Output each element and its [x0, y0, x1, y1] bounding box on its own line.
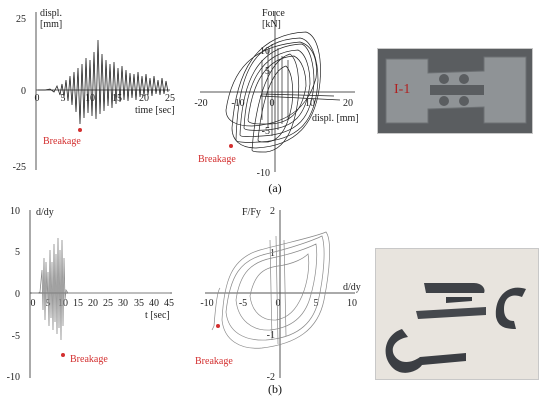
y-tick: 25 [16, 14, 26, 25]
x-tick: 35 [134, 298, 144, 309]
x-tick: -10 [200, 298, 213, 309]
breakage-marker [216, 324, 220, 328]
y-tick: 10 [260, 46, 270, 57]
y-tick: 0 [21, 86, 26, 97]
x-tick: 0 [35, 93, 40, 104]
x-tick: 40 [149, 298, 159, 309]
breakage-marker [229, 144, 233, 148]
x-tick: 10 [347, 298, 357, 309]
breakage-marker [61, 353, 65, 357]
y-tick: -10 [7, 372, 20, 383]
y-axis-label-unit: [kN] [262, 19, 281, 30]
y-axis-label: d/dy [36, 207, 54, 218]
hysteresis-loops [225, 31, 341, 153]
specimen-photo-b [375, 248, 539, 380]
panel-label-b: (b) [268, 382, 282, 396]
x-tick: 5 [314, 298, 319, 309]
y-tick: -1 [267, 330, 275, 341]
breakage-label: Breakage [195, 356, 233, 367]
y-tick: 0 [15, 289, 20, 300]
x-tick: 5 [46, 298, 51, 309]
displacement-trace [38, 39, 169, 125]
x-tick: 0 [276, 298, 281, 309]
x-tick: 10 [85, 93, 95, 104]
x-tick: 15 [112, 93, 122, 104]
x-tick: 5 [61, 93, 66, 104]
y-tick: -2 [267, 372, 275, 383]
y-axis-label: displ. [40, 8, 62, 19]
x-tick: 10 [305, 98, 315, 109]
x-tick: 25 [165, 93, 175, 104]
y-tick: -10 [257, 168, 270, 179]
y-tick: 1 [270, 248, 275, 259]
x-tick: 20 [88, 298, 98, 309]
y-tick: 5 [265, 66, 270, 77]
specimen-plate-image: I-1 [378, 49, 532, 133]
y-tick: -5 [262, 126, 270, 137]
x-axis-label: d/dy [343, 282, 361, 293]
x-tick: 0 [31, 298, 36, 309]
y-axis-label: Force [262, 8, 285, 19]
x-tick: -10 [231, 98, 244, 109]
x-axis-label: time [sec] [135, 105, 175, 116]
y-axis-label: F/Fy [242, 207, 261, 218]
hysteresis-loops [211, 231, 330, 349]
ductility-trace [32, 237, 170, 341]
x-axis-label: displ. [mm] [312, 113, 359, 124]
specimen-id-marking: I-1 [394, 82, 410, 97]
chart-b-time-history: 10 5 0 -5 -10 0 5 10 15 20 25 30 35 40 4… [7, 206, 174, 383]
x-tick: 20 [343, 98, 353, 109]
x-axis-label: t [sec] [145, 310, 170, 321]
y-tick: 2 [270, 206, 275, 217]
breakage-label: Breakage [43, 136, 81, 147]
chart-b-hysteresis: 2 1 -1 -2 -10 -5 0 5 10 F/Fy d/dy Breaka… [195, 206, 361, 383]
x-tick: -20 [194, 98, 207, 109]
broken-damper-image [376, 249, 538, 379]
x-tick: 15 [73, 298, 83, 309]
chart-a-time-history: 25 0 -25 0 5 10 15 20 25 displ. [mm] tim… [13, 8, 175, 173]
panel-label-a: (a) [268, 181, 281, 195]
x-tick: 20 [139, 93, 149, 104]
y-tick: 5 [15, 247, 20, 258]
x-tick: -5 [239, 298, 247, 309]
breakage-marker [78, 128, 82, 132]
y-axis-label-unit: [mm] [40, 19, 62, 30]
chart-a-hysteresis: 10 5 -5 -10 -20 -10 0 10 20 Force [kN] d… [194, 8, 358, 179]
y-tick: -25 [13, 162, 26, 173]
breakage-label: Breakage [198, 154, 236, 165]
specimen-photo-a: I-1 [377, 48, 533, 134]
y-tick: -5 [12, 331, 20, 342]
x-tick: 25 [103, 298, 113, 309]
x-tick: 30 [118, 298, 128, 309]
y-tick: 10 [10, 206, 20, 217]
x-tick: 45 [164, 298, 174, 309]
breakage-label: Breakage [70, 354, 108, 365]
